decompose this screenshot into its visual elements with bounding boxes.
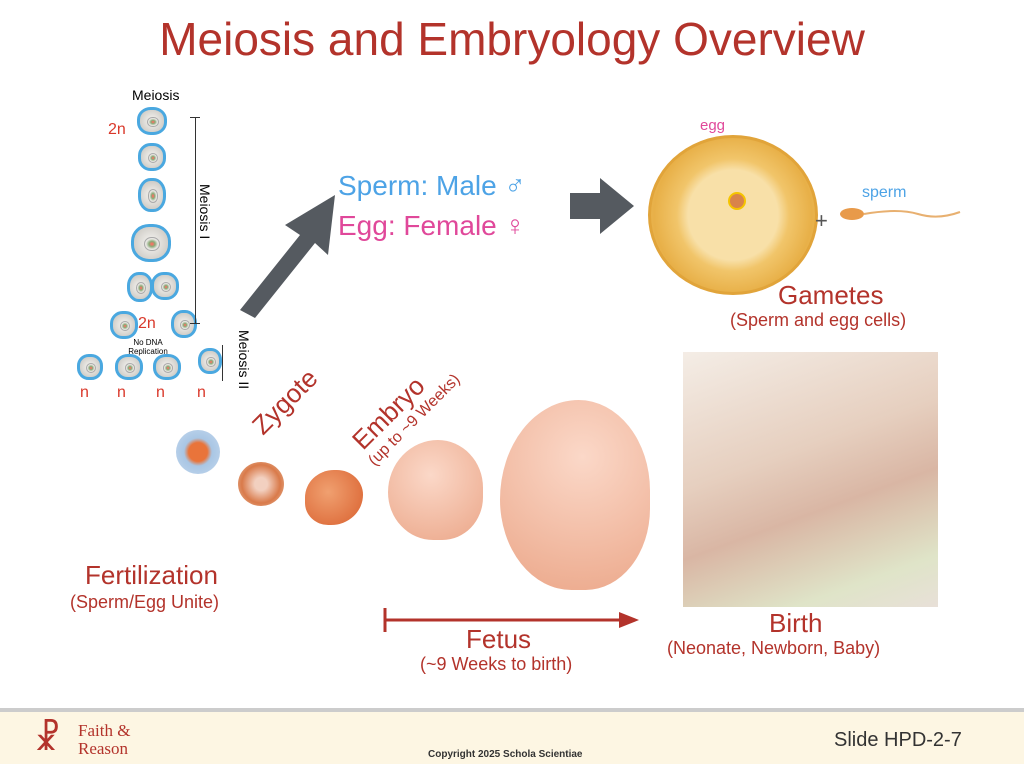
meiosis-2-bracket [222,345,223,381]
fetus-small-image [388,440,483,540]
birth-sub-label: (Neonate, Newborn, Baby) [667,638,881,658]
arrow-up-right-icon [240,195,335,318]
fertilization-sub-label: (Sperm/Egg Unite) [70,592,220,612]
zygote-label: Zygote [246,362,324,441]
copyright: Copyright 2025 Schola Scientiae [428,749,583,760]
fetus-sub-label: (~9 Weeks to birth) [420,654,573,674]
no-dna-replication-label: No DNA Replication [128,338,168,356]
cell [131,224,171,262]
ploidy-n: n [197,384,206,401]
arrow-right-icon [570,178,634,234]
egg-label: egg [700,117,726,134]
gametes-subtitle: (Sperm and egg cells) [730,310,907,330]
egg-female-label: Egg: Female ♀ [338,210,526,241]
egg-nucleus [728,192,746,210]
meiosis-2-label: Meiosis II [236,330,252,390]
zygote-image [238,462,284,506]
ploidy-n: n [156,384,165,401]
birth-label: Birth [769,608,823,638]
fetus-timeline-arrow-icon [383,608,639,632]
plus-sign: + [815,208,828,233]
logo-text-line-2: Reason [78,739,129,758]
cell [138,143,166,171]
logo-text-line-1: Faith & [78,721,131,740]
slide-id: Slide HPD-2-7 [834,729,962,751]
sperm-label: sperm [862,184,907,201]
egg-image [648,135,818,295]
bracket-tick [190,323,200,324]
cell [198,348,222,374]
cell [171,310,197,338]
ploidy-2n: 2n [138,315,156,332]
cell [153,354,181,380]
gametes-title: Gametes [778,280,884,310]
sperm-male-label: Sperm: Male ♂ [338,170,526,201]
cell [151,272,179,300]
fertilization-image [176,430,220,474]
meiosis-1-label: Meiosis I [197,184,213,240]
cell [115,354,143,380]
chi-rho-logo-icon: ☧ [34,720,61,758]
meiosis-1-bracket [195,117,196,323]
cell [77,354,103,380]
fertilization-label: Fertilization [85,560,218,590]
cell [127,272,153,302]
bracket-tick [190,117,200,118]
footer [0,708,1024,764]
sperm-image [840,208,961,220]
fetus-label: Fetus [466,624,532,654]
embryo-image [305,470,363,525]
ploidy-n: n [80,384,89,401]
logo-text: Faith &Reason [78,722,130,758]
ploidy-n: n [117,384,126,401]
ploidy-2n: 2n [108,121,126,138]
meiosis-heading: Meiosis [132,87,180,103]
cell [137,107,167,135]
slide-title: Meiosis and Embryology Overview [159,13,865,65]
cell [138,178,166,212]
cell [110,311,138,339]
mother-and-newborn-photo [683,352,938,607]
fetus-large-image [500,400,650,590]
